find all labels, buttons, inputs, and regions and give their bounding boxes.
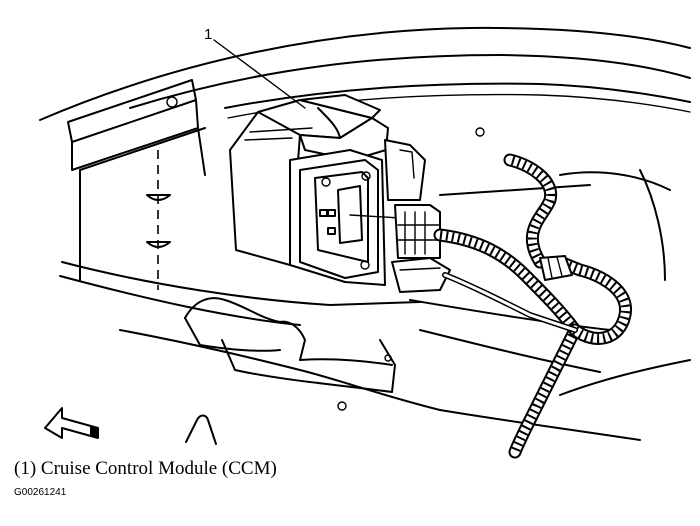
figure-id: G00261241 [14, 487, 67, 498]
front-direction-arrow-icon [44, 407, 99, 439]
connector-pointer-line [349, 214, 401, 219]
callout-leader-line [213, 39, 306, 109]
left-bracket [67, 79, 206, 290]
cruise-control-module [229, 94, 426, 286]
wiring-harness [433, 153, 632, 459]
figure-caption: (1) Cruise Control Module (CCM) [14, 458, 277, 479]
callout-number-1: 1 [204, 26, 213, 43]
electrical-connector [391, 204, 451, 293]
